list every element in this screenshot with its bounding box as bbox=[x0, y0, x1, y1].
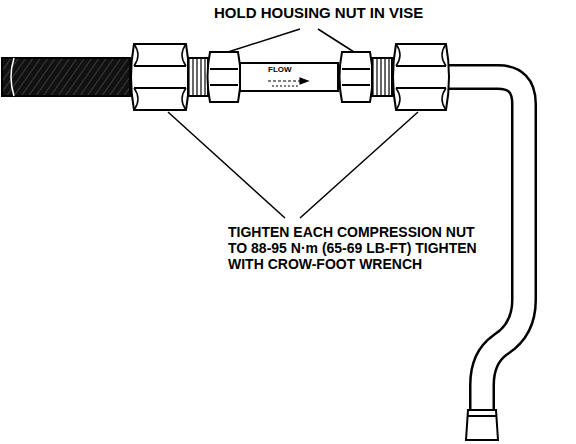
compression-nut bbox=[393, 44, 449, 110]
hose bbox=[2, 58, 130, 96]
leader-lines bbox=[168, 29, 418, 218]
tube-flare-end bbox=[466, 410, 498, 440]
instruction-label: HOLD HOUSING NUT IN VISE bbox=[214, 4, 423, 21]
torque-note: TIGHTEN EACH COMPRESSION NUT TO 88-95 N·… bbox=[228, 224, 496, 272]
assembly bbox=[2, 44, 524, 440]
housing-nut bbox=[208, 52, 241, 102]
thread bbox=[188, 58, 208, 96]
thread bbox=[372, 58, 392, 96]
compression-nut bbox=[131, 44, 189, 110]
flow-marking: FLOW bbox=[268, 65, 292, 74]
housing-nut bbox=[340, 52, 373, 102]
housing-body bbox=[240, 63, 338, 91]
